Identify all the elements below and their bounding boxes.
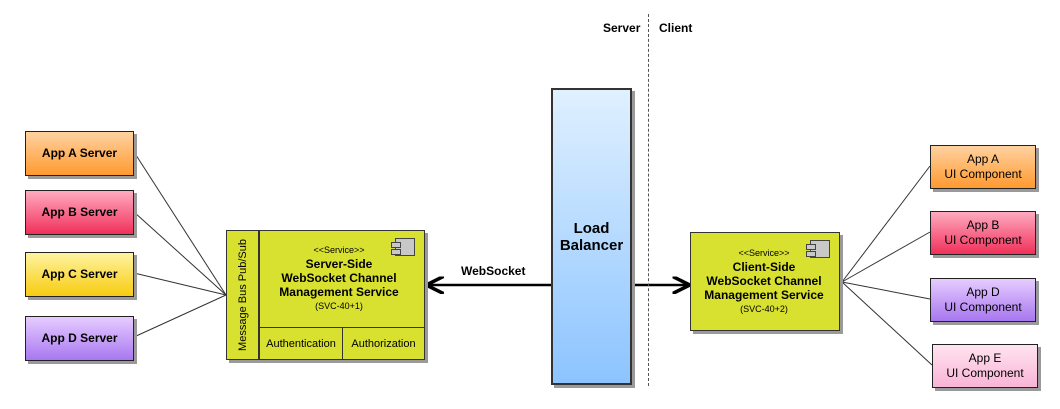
link-app-b-ui xyxy=(841,231,931,283)
app-d-server[interactable]: App D Server xyxy=(25,316,134,361)
app-b-ui-line1: App B xyxy=(966,218,1000,232)
app-a-server-label: App A Server xyxy=(41,146,118,160)
client-service-name-3: Management Service xyxy=(704,288,824,302)
server-service-name-2: WebSocket Channel xyxy=(281,271,397,285)
authorization-box[interactable]: Authorization xyxy=(342,327,425,360)
app-c-server-label: App C Server xyxy=(41,267,118,281)
link-app-a-server xyxy=(133,151,227,296)
server-service-name-3: Management Service xyxy=(279,285,399,299)
app-e-ui-line2: UI Component xyxy=(946,366,1024,380)
app-d-ui-line2: UI Component xyxy=(944,300,1022,314)
authentication-label: Authentication xyxy=(266,337,336,350)
server-service-stereotype: <<Service>> xyxy=(313,245,365,255)
load-balancer[interactable]: Load Balancer xyxy=(551,88,632,385)
client-service-name-2: WebSocket Channel xyxy=(706,274,822,288)
app-a-server[interactable]: App A Server xyxy=(25,131,134,176)
client-service-text: <<Service>> Client-Side WebSocket Channe… xyxy=(693,246,835,316)
app-a-ui-component[interactable]: App A UI Component xyxy=(930,145,1036,189)
link-app-e-ui xyxy=(841,281,933,366)
link-app-d-server xyxy=(133,294,227,338)
app-b-ui-component[interactable]: App B UI Component xyxy=(930,211,1036,255)
client-service-name-1: Client-Side xyxy=(732,260,796,274)
server-client-divider xyxy=(648,14,649,386)
link-app-b-server xyxy=(133,211,227,296)
message-bus-label: Message Bus Pub/Sub xyxy=(236,239,249,351)
app-b-server-label: App B Server xyxy=(41,205,118,219)
component-icon xyxy=(391,238,415,256)
app-b-ui-line2: UI Component xyxy=(944,233,1022,247)
websocket-label: WebSocket xyxy=(461,264,526,278)
app-e-ui-line1: App E xyxy=(968,351,1002,365)
app-b-server[interactable]: App B Server xyxy=(25,190,134,235)
authorization-label: Authorization xyxy=(351,337,416,350)
app-d-ui-line1: App D xyxy=(966,285,1000,299)
client-service-stereotype: <<Service>> xyxy=(738,248,790,258)
authentication-box[interactable]: Authentication xyxy=(259,327,343,360)
server-service-name-1: Server-Side xyxy=(305,257,373,271)
load-balancer-line2: Balancer xyxy=(559,236,624,254)
link-app-c-server xyxy=(133,272,227,296)
server-side-service[interactable]: <<Service>> Server-Side WebSocket Channe… xyxy=(259,230,425,360)
link-app-a-ui xyxy=(841,165,931,283)
app-c-server[interactable]: App C Server xyxy=(25,252,134,297)
app-e-ui-component[interactable]: App E UI Component xyxy=(932,344,1038,388)
app-d-ui-component[interactable]: App D UI Component xyxy=(930,278,1036,322)
message-bus[interactable]: Message Bus Pub/Sub xyxy=(226,230,259,360)
app-d-server-label: App D Server xyxy=(41,331,118,345)
link-app-d-ui xyxy=(841,281,931,300)
load-balancer-line1: Load xyxy=(573,219,610,237)
server-service-text: <<Service>> Server-Side WebSocket Channe… xyxy=(264,243,414,313)
app-a-ui-line2: UI Component xyxy=(944,167,1022,181)
server-service-id: (SVC-40+1) xyxy=(315,301,363,311)
client-side-service[interactable]: <<Service>> Client-Side WebSocket Channe… xyxy=(690,232,840,331)
client-service-id: (SVC-40+2) xyxy=(740,304,788,314)
app-a-ui-line1: App A xyxy=(966,152,1000,166)
server-label: Server xyxy=(603,21,641,35)
component-icon xyxy=(806,240,830,258)
client-label: Client xyxy=(659,21,693,35)
